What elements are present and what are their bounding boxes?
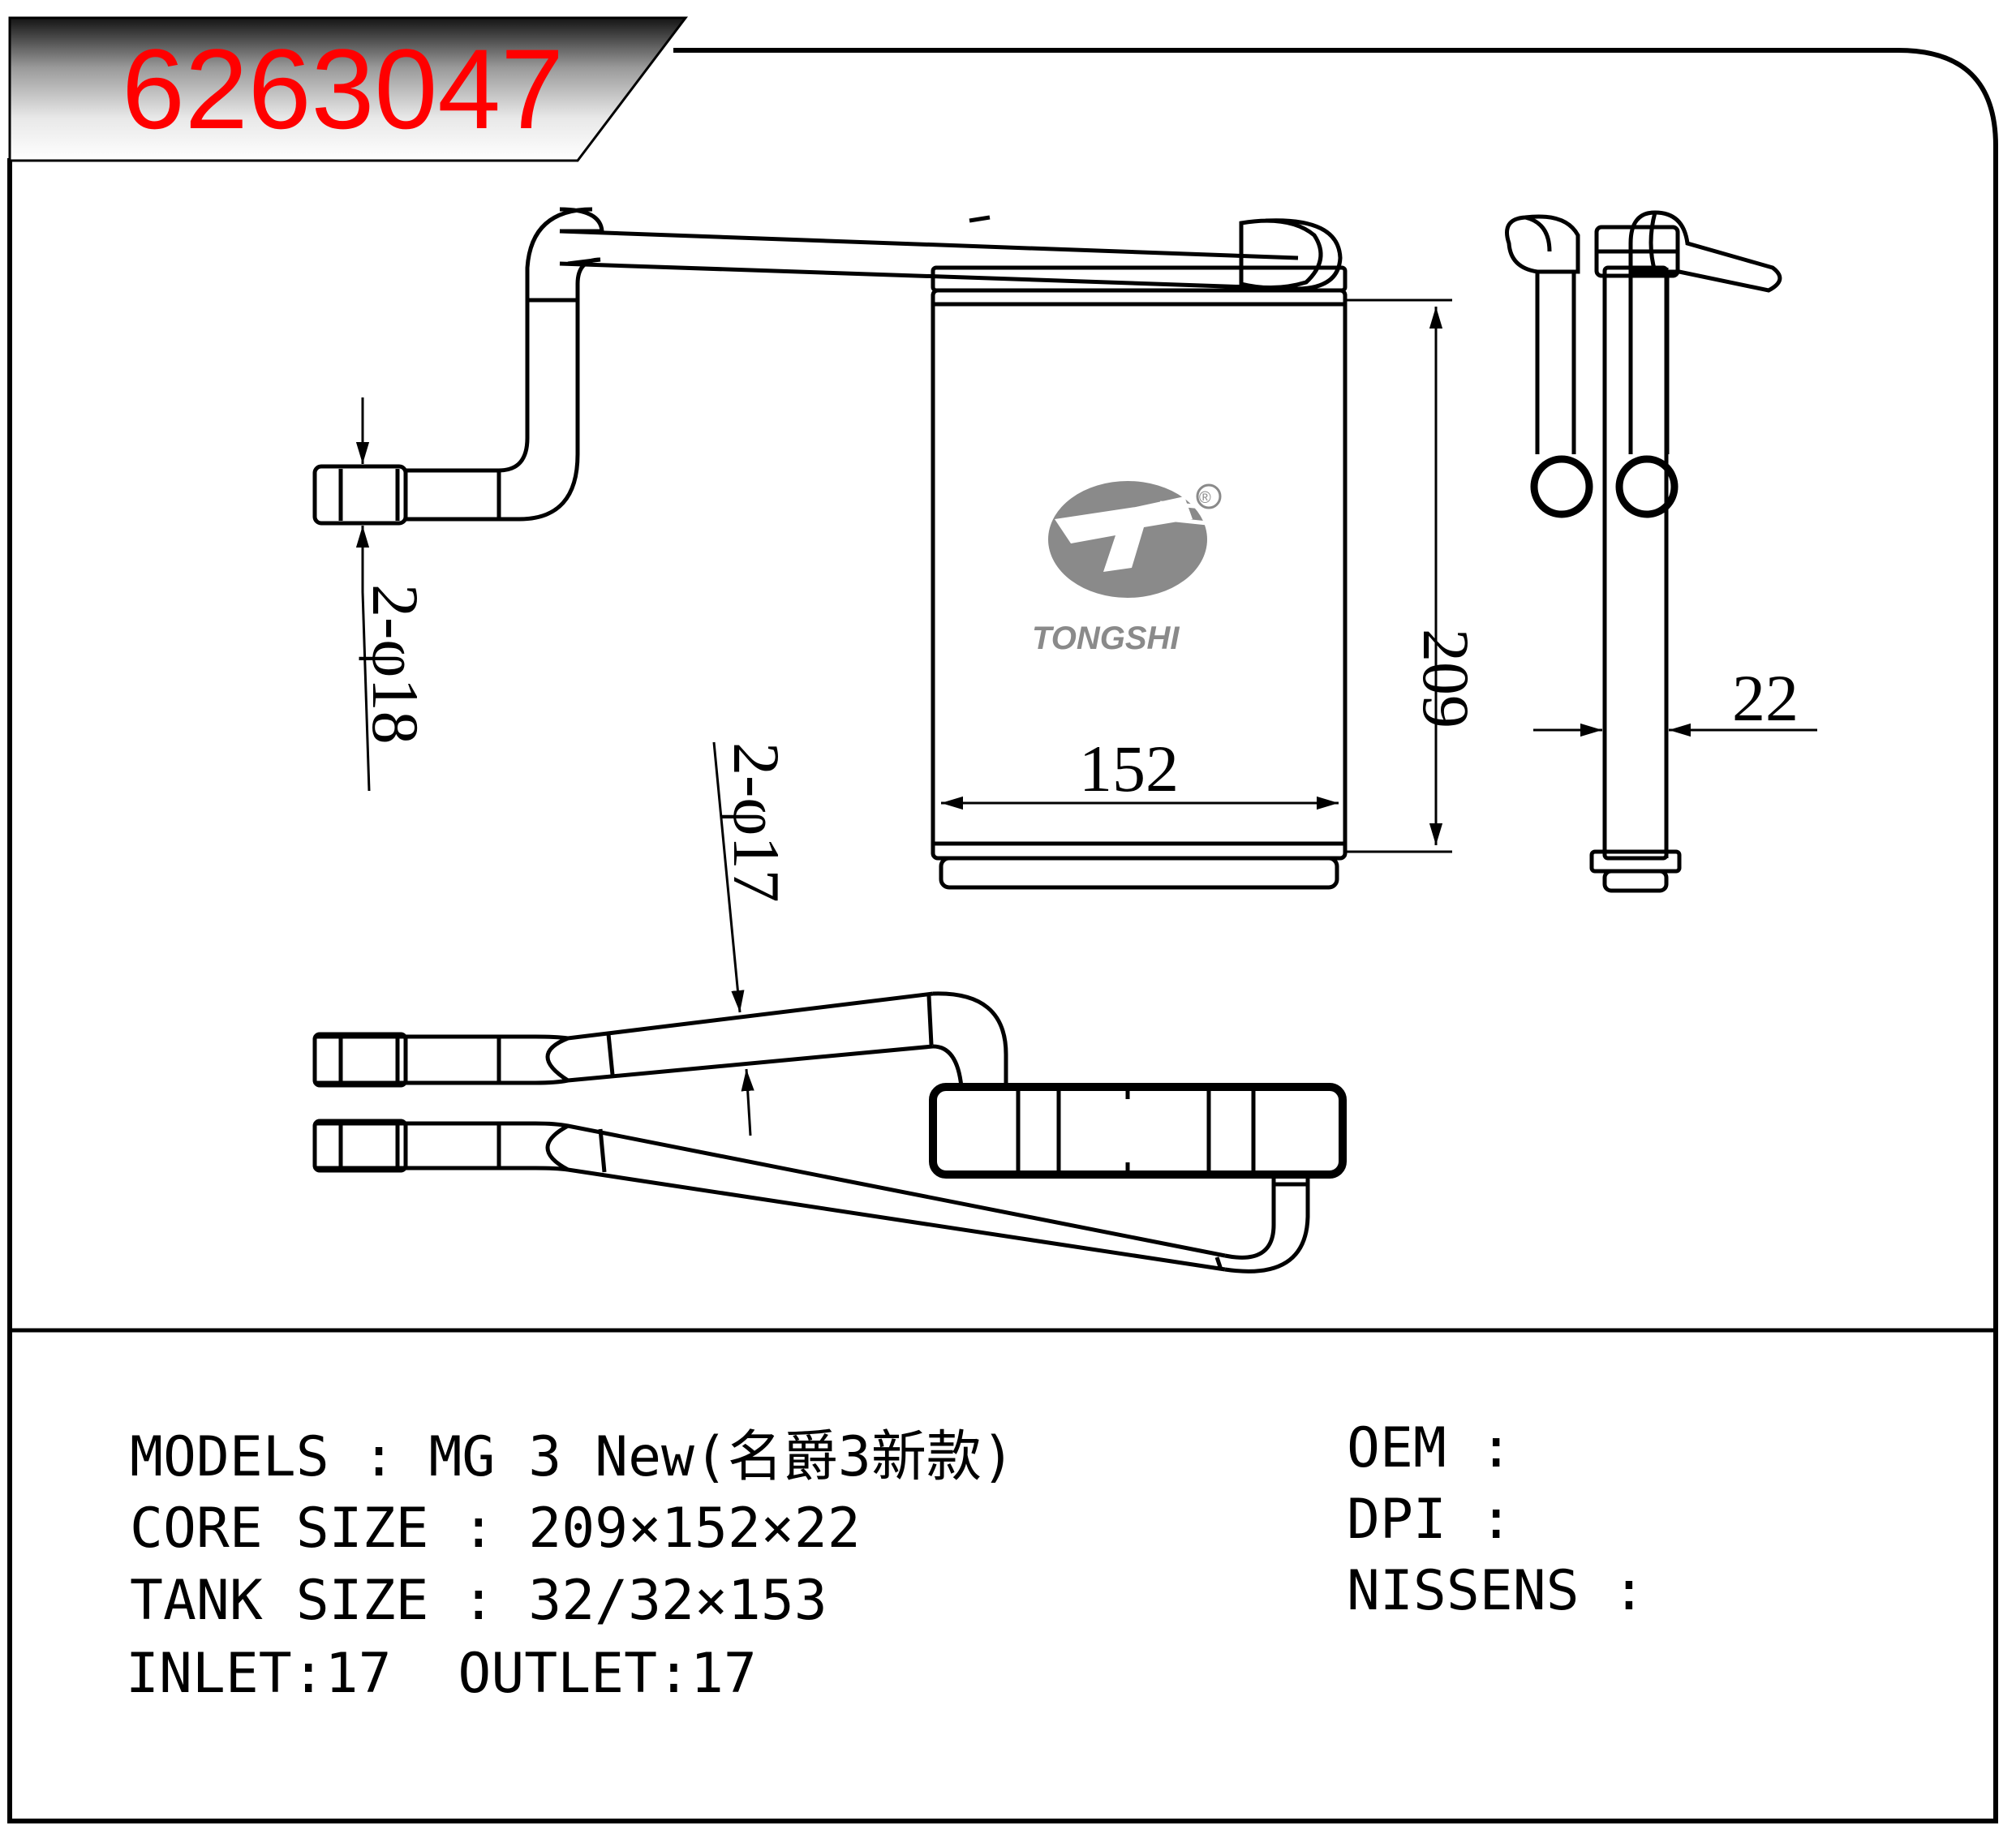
title-banner: 6263047 bbox=[8, 16, 689, 162]
logo-brand: TONGSHI bbox=[1032, 621, 1180, 656]
top-view bbox=[312, 991, 1347, 1273]
dim-pipe-lower-label: 2-φ17 bbox=[720, 742, 793, 903]
spec-core-size: CORE SIZE : 209×152×22 bbox=[130, 1497, 861, 1561]
part-number: 6263047 bbox=[122, 25, 564, 152]
dim-thickness: 22 bbox=[1533, 661, 1817, 737]
pipe-fitting-top-b bbox=[312, 1119, 408, 1173]
dim-width: 152 bbox=[941, 732, 1339, 810]
spec-inlet-outlet: INLET:17 OUTLET:17 bbox=[126, 1642, 757, 1706]
registered-mark: ® bbox=[1199, 489, 1211, 507]
pipe-fitting-top-a bbox=[312, 1032, 408, 1088]
spec-oem: OEM : bbox=[1347, 1416, 1513, 1480]
front-view bbox=[312, 207, 1348, 890]
spec-tank-size: TANK SIZE : 32/32×153 bbox=[130, 1569, 827, 1633]
spec-models: MODELS : MG 3 New(名爵3新款) bbox=[130, 1425, 1015, 1489]
spec-dpi: DPI : bbox=[1347, 1488, 1513, 1552]
dim-width-label: 152 bbox=[1079, 732, 1179, 805]
dim-height: 209 bbox=[1347, 299, 1483, 853]
side-view bbox=[1505, 210, 1782, 893]
tongshi-logo: ® TONGSHI bbox=[1032, 481, 1222, 656]
spec-nissens: NISSENS : bbox=[1347, 1559, 1646, 1623]
dim-pipe-upper: 2-φ18 bbox=[355, 397, 432, 792]
dim-pipe-upper-label: 2-φ18 bbox=[359, 584, 432, 745]
dim-thickness-label: 22 bbox=[1732, 661, 1799, 735]
dim-height-label: 209 bbox=[1409, 629, 1483, 728]
pipe-fitting-upper bbox=[312, 464, 408, 526]
dim-pipe-lower: 2-φ17 bbox=[712, 741, 793, 1136]
outer-frame bbox=[7, 48, 1998, 1823]
core-top bbox=[929, 1083, 1347, 1179]
